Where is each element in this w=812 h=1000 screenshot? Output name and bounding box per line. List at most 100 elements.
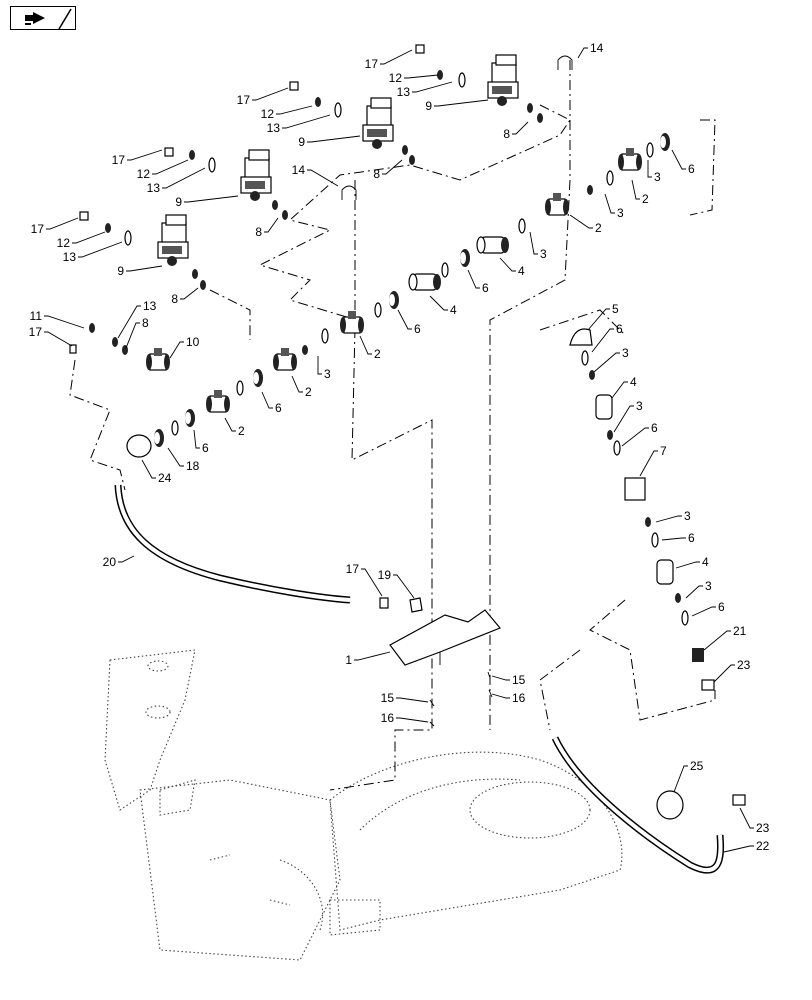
valve-fittings [69,44,543,355]
callout-3: 3 [685,579,712,599]
callout-number: 17 [346,562,360,576]
leader-line [193,429,200,449]
leader-line [276,105,313,115]
callout-number: 23 [756,821,770,835]
leader-line [713,664,735,683]
leader-line [141,459,156,479]
callout-number: 4 [450,303,457,317]
leader-line [126,265,163,272]
callout-number: 3 [654,170,661,184]
callout-20: 20 [103,555,135,569]
callout-number: 21 [733,624,747,638]
leader-line [673,765,688,793]
callout-6: 6 [671,149,695,176]
callout-3: 3 [604,193,624,220]
callout-4: 4 [429,295,457,317]
callout-1: 1 [345,651,391,667]
callout-12: 12 [261,105,313,121]
callout-number: 19 [378,568,392,582]
callout-number: 3 [622,346,629,360]
leader-line [593,352,620,373]
callout-17: 17 [29,325,73,347]
leader-line [671,149,686,170]
leader-line [429,295,448,311]
callout-19: 19 [378,568,415,599]
leader-line [434,99,489,107]
callout-number: 2 [305,385,312,399]
callout-17: 17 [365,49,413,71]
leader-line [125,322,140,349]
callout-3: 3 [647,160,661,184]
callout-7: 7 [639,444,667,477]
callout-18: 18 [167,447,200,473]
leader-line [467,269,480,289]
callout-number: 8 [503,127,510,141]
callout-number: 9 [298,135,305,149]
callout-2: 2 [569,214,602,235]
callout-12: 12 [57,231,106,250]
callout-6: 6 [621,421,658,447]
leader-line [359,335,372,355]
leader-line [167,447,184,467]
callout-number: 12 [389,71,403,85]
callout-number: 8 [142,316,149,330]
callout-number: 6 [616,322,623,336]
callout-number: 13 [397,85,411,99]
leader-line [491,675,510,681]
callout-22: 22 [723,839,770,853]
callout-number: 9 [117,264,124,278]
leader-line [613,405,634,433]
callout-number: 6 [688,531,695,545]
leader-line [587,308,610,331]
callout-number: 17 [31,222,45,236]
leader-line [647,160,652,178]
callout-number: 24 [158,471,172,485]
callout-number: 13 [267,121,281,135]
callout-6: 6 [193,429,209,455]
vertical-assembly [569,328,715,691]
callout-number: 8 [255,225,262,239]
leader-line [44,315,85,329]
callout-number: 16 [381,711,395,725]
callout-number: 14 [292,163,306,177]
next-page-button[interactable] [10,6,76,30]
leader-line [261,391,273,409]
leader-line [499,257,516,272]
arrow-right-icon [25,8,72,30]
callout-16: 16 [491,691,526,705]
callout-13: 13 [267,114,331,135]
leader-line [354,651,391,661]
callout-5: 5 [587,302,619,331]
callout-2: 2 [631,179,649,206]
callout-3: 3 [613,399,643,433]
callout-9: 9 [175,195,239,209]
leader-line [569,214,593,229]
callout-number: 3 [617,206,624,220]
leader-line [264,217,279,233]
callout-12: 12 [137,159,189,181]
manifold-main-row [126,133,670,458]
u-hooks [341,55,573,200]
leader-line [117,305,141,339]
valves [145,54,519,371]
callout-number: 17 [237,93,251,107]
callout-4: 4 [611,375,637,399]
callout-number: 22 [756,839,770,853]
callout-number: 4 [630,375,637,389]
callout-6: 6 [397,309,421,336]
leader-line [282,114,331,129]
leader-line [169,341,184,359]
callout-number: 7 [660,444,667,458]
callout-number: 6 [482,281,489,295]
callout-number: 12 [137,167,151,181]
callout-2: 2 [224,417,245,438]
end-plug [126,434,152,458]
callout-13: 13 [397,81,453,99]
leader-line [611,381,628,399]
leader-line [739,807,754,829]
callout-3: 3 [317,356,331,381]
leader-line [396,697,429,703]
callout-number: 6 [202,441,209,455]
leader-line [397,309,412,330]
callout-number: 18 [186,459,200,473]
